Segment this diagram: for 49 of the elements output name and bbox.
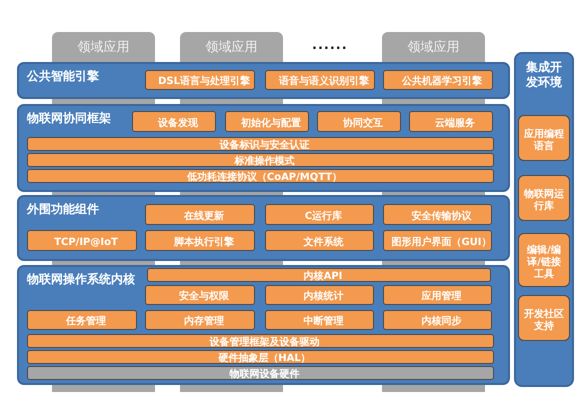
module-box: 中断管理 bbox=[265, 310, 374, 330]
module-box: 任务管理 bbox=[27, 310, 137, 330]
layer-title: 领域应用 bbox=[206, 39, 258, 56]
module-bar: 标准操作模式 bbox=[27, 153, 494, 167]
layer-band bbox=[17, 104, 510, 192]
layer-title: 集成开发环境 bbox=[524, 60, 563, 90]
module-box: TCP/IP@IoT bbox=[27, 230, 137, 251]
module-bar: 内核API bbox=[147, 268, 491, 282]
layer-title: 物联网协同框架 bbox=[27, 110, 111, 127]
layer-title: 外围功能组件 bbox=[27, 201, 99, 218]
tool-box: 应用编程语言 bbox=[518, 115, 570, 161]
module-box: DSL语言与处理引擎 bbox=[145, 70, 255, 90]
layer-title: 物联网操作系统内核 bbox=[27, 271, 135, 288]
module-box: 内存管理 bbox=[145, 310, 255, 330]
module-box: 脚本执行引擎 bbox=[145, 230, 255, 251]
layer-band bbox=[17, 265, 510, 385]
module-box: 设备发现 bbox=[132, 111, 216, 132]
module-box: 应用管理 bbox=[383, 285, 492, 305]
module-box: 文件系统 bbox=[265, 230, 374, 251]
module-box: 内核统计 bbox=[265, 285, 374, 305]
module-box: 公共机器学习引擎 bbox=[383, 70, 493, 90]
module-bar: 低功耗连接协议（CoAP/MQTT） bbox=[27, 169, 494, 183]
ellipsis: ...... bbox=[312, 38, 348, 53]
tool-box: 开发社区支持 bbox=[518, 295, 570, 341]
layer-band bbox=[17, 62, 510, 99]
module-box: 在线更新 bbox=[145, 204, 255, 225]
module-box: 语音与语义识别引擎 bbox=[265, 70, 375, 90]
module-box: 协同交互 bbox=[317, 111, 401, 132]
hardware-bar: 物联网设备硬件 bbox=[27, 366, 494, 380]
side-panel bbox=[514, 52, 574, 387]
module-box: 图形用户界面（GUI） bbox=[383, 230, 492, 251]
module-bar: 硬件抽象层（HAL） bbox=[27, 350, 494, 364]
module-box: C运行库 bbox=[265, 204, 374, 225]
application-column bbox=[52, 32, 155, 62]
application-column bbox=[382, 32, 485, 62]
module-box: 安全传输协议 bbox=[383, 204, 492, 225]
module-box: 内核同步 bbox=[383, 310, 492, 330]
tool-box: 编辑/编译/链接工具 bbox=[518, 233, 570, 287]
module-box: 云端服务 bbox=[409, 111, 493, 132]
layer-title: 公共智能引擎 bbox=[27, 68, 99, 85]
module-bar: 设备标识与安全认证 bbox=[27, 137, 494, 151]
module-bar: 设备管理框架及设备驱动 bbox=[27, 334, 494, 348]
module-box: 安全与权限 bbox=[145, 285, 255, 305]
tool-box: 物联网运行库 bbox=[518, 175, 570, 221]
layer-band bbox=[17, 195, 510, 261]
module-box: 初始化与配置 bbox=[225, 111, 309, 132]
application-column bbox=[180, 32, 283, 62]
layer-title: 领域应用 bbox=[78, 39, 130, 56]
layer-title: 领域应用 bbox=[408, 39, 460, 56]
